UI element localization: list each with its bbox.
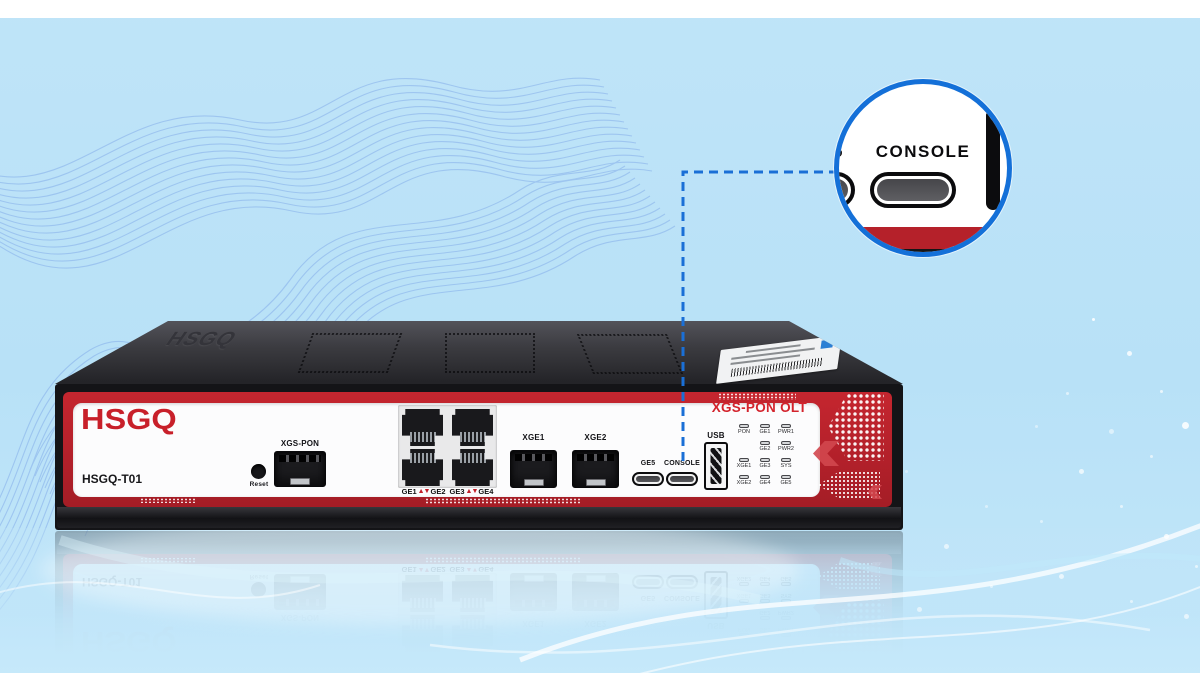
magnifier-callout: 5 CONSOLE xyxy=(834,79,1012,257)
hsgq-logo: HSGQ xyxy=(81,404,177,436)
led-indicator xyxy=(781,441,791,445)
led-cell: GE5 xyxy=(778,475,794,490)
chassis-bottom-edge xyxy=(57,507,901,528)
magnified-console-port xyxy=(870,172,956,208)
led-indicator xyxy=(760,424,770,428)
usb-port-label: USB xyxy=(707,431,725,440)
reset-button xyxy=(251,464,266,479)
chevron-decor xyxy=(868,485,882,499)
model-number: HSGQ-T01 xyxy=(82,472,143,486)
led-cell: XGE1 xyxy=(736,458,752,473)
xgs-pon-port-label: XGS-PON xyxy=(280,439,320,448)
led-indicator xyxy=(760,475,770,479)
led-label: PWR2 xyxy=(778,446,794,452)
led-label: XGE1 xyxy=(736,463,752,469)
up-down-arrows: ▲▼ xyxy=(465,488,479,495)
led-label: GE3 xyxy=(759,463,771,469)
led-indicator xyxy=(781,424,791,428)
led-cell: PWR2 xyxy=(778,441,794,456)
led-indicator xyxy=(760,458,770,462)
ge5-port-label: GE5 xyxy=(640,460,656,467)
xge1-port-label: XGE1 xyxy=(522,433,545,442)
top-white-strip xyxy=(0,0,1200,18)
up-down-arrows: ▲▼ xyxy=(417,488,431,495)
console-usbc-port xyxy=(666,472,698,486)
led-indicator xyxy=(781,458,791,462)
led-indicator xyxy=(739,458,749,462)
ge5-usbc-port xyxy=(632,472,664,486)
led-label: PON xyxy=(738,429,750,435)
led-label: XGE2 xyxy=(736,480,752,486)
led-cell: GE1 xyxy=(757,424,773,439)
vent-pattern xyxy=(445,333,535,373)
xge2-port-label: XGE2 xyxy=(584,433,607,442)
led-label: GE4 xyxy=(759,480,771,486)
led-cell: GE4 xyxy=(757,475,773,490)
magnified-red-frame xyxy=(839,227,1007,251)
magnified-usb-port-edge xyxy=(986,110,1000,210)
led-indicator xyxy=(739,475,749,479)
product-type-badge: XGS-PON OLT xyxy=(711,400,807,415)
led-indicator xyxy=(781,475,791,479)
magnified-ge5-port xyxy=(839,172,855,208)
xge1-sfp-port xyxy=(510,450,557,488)
led-cell: SYS xyxy=(778,458,794,473)
led-cell: PWR1 xyxy=(778,424,794,439)
led-label: PWR1 xyxy=(778,429,794,435)
led-indicator-panel: PON GE1 PWR1 GE2 PWR2 XGE1 GE3 SYS XGE2 … xyxy=(736,424,794,490)
ge-port-block xyxy=(398,405,497,488)
led-indicator xyxy=(739,424,749,428)
device-top-surface: HSGQ xyxy=(55,321,903,384)
led-cell: XGE2 xyxy=(736,475,752,490)
reset-label: Reset xyxy=(249,481,269,488)
xge2-sfp-port xyxy=(572,450,619,488)
led-label: GE5 xyxy=(780,480,792,486)
magnified-chassis-edge xyxy=(839,249,1007,252)
magnified-ge5-label-fragment: 5 xyxy=(839,142,842,162)
led-cell: PON xyxy=(736,424,752,439)
led-cell: GE3 xyxy=(757,458,773,473)
led-indicator xyxy=(760,441,770,445)
led-label: SYS xyxy=(780,463,792,469)
led-label: GE2 xyxy=(759,446,771,452)
led-label: GE1 xyxy=(759,429,771,435)
bottom-white-strip xyxy=(0,673,1200,687)
device-front-panel: HSGQ HSGQ-T01 XGS-PON OLT Reset XGS-PON … xyxy=(55,384,903,530)
usb-a-port xyxy=(704,442,728,490)
led-cell: GE2 xyxy=(757,441,773,456)
console-port-label: CONSOLE xyxy=(663,460,700,467)
magnified-console-label: CONSOLE xyxy=(875,142,971,161)
xgs-pon-sfp-port xyxy=(274,451,326,487)
